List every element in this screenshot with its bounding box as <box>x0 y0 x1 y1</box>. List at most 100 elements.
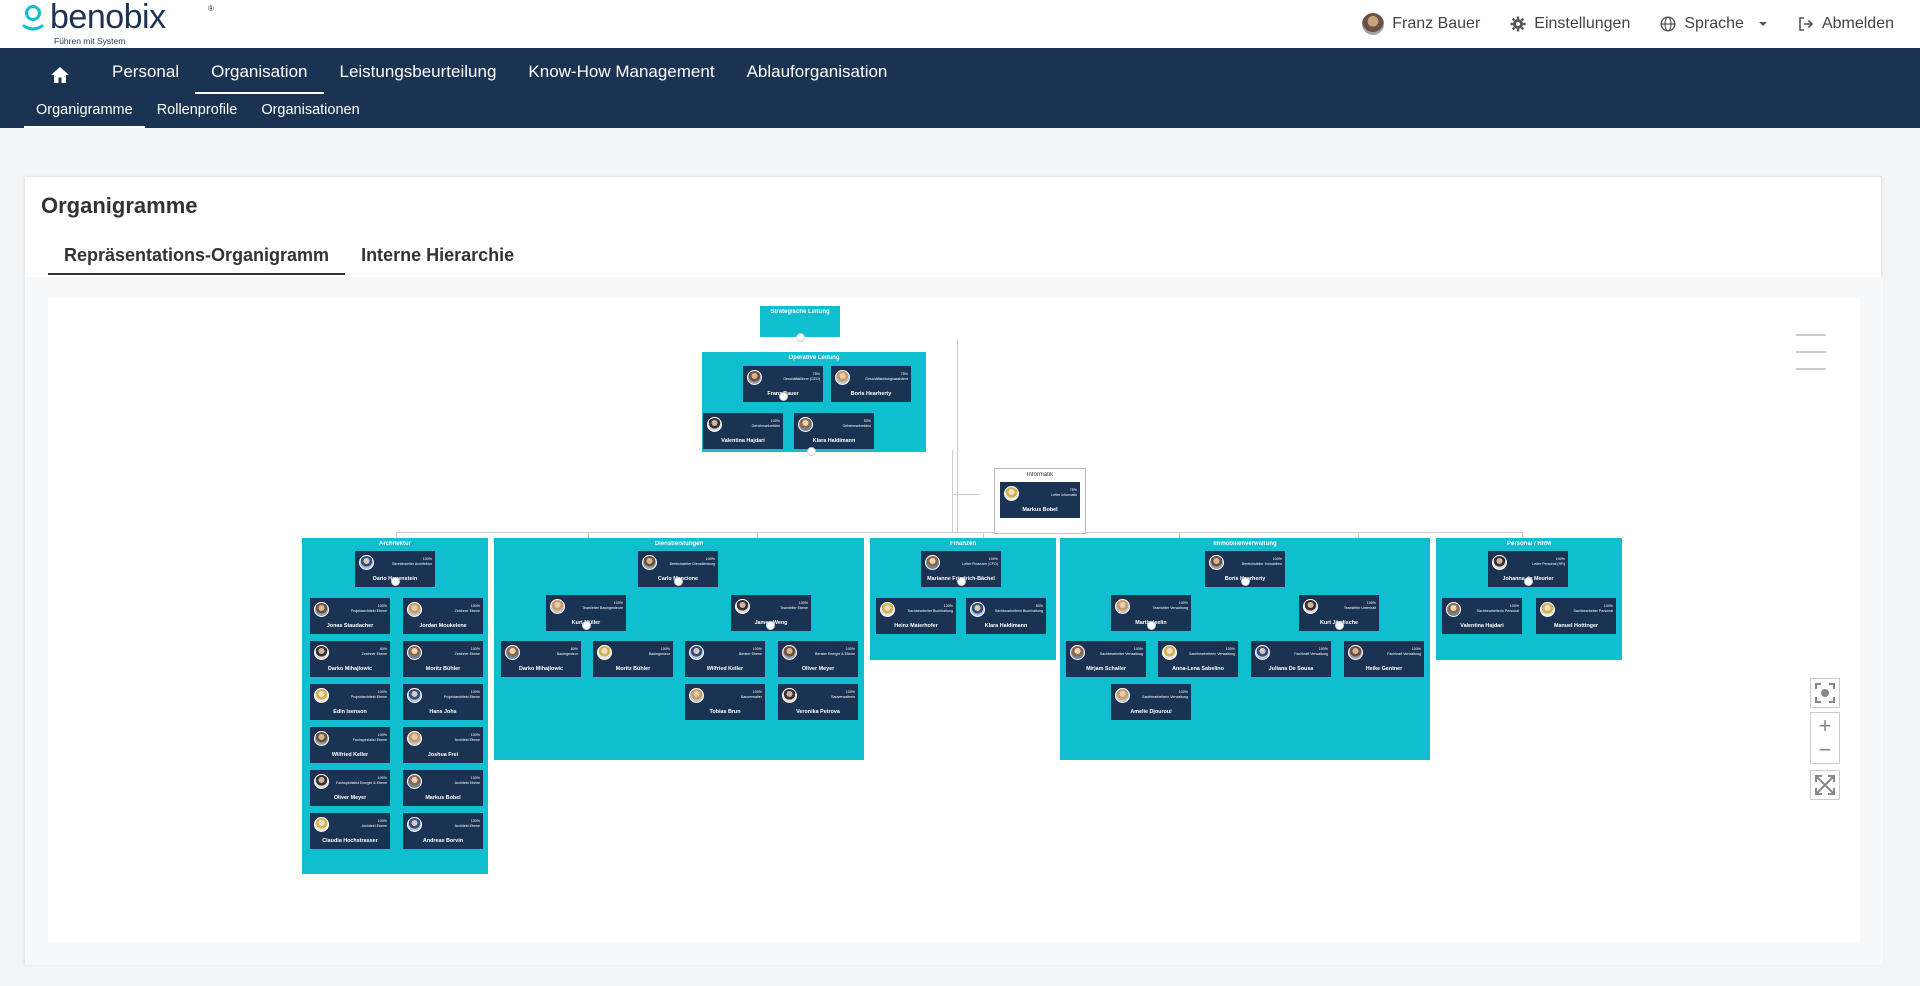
connector-line <box>983 532 984 538</box>
person-percentage: 100% <box>1178 601 1188 605</box>
connector-dot[interactable] <box>390 576 400 586</box>
person-card[interactable]: 100%Leiter Personal (HR)Johanna de Meuri… <box>1488 551 1568 587</box>
person-role: 100%Fachspezialist Energie & Ebene <box>335 776 387 785</box>
person-role-label: Sachbearbeiterin Personal <box>1476 608 1519 613</box>
fullscreen-icon[interactable] <box>1810 770 1840 800</box>
connector-dot[interactable] <box>1334 620 1344 630</box>
person-name: Andreas Borvin <box>422 838 464 844</box>
zoom-controls: + − <box>1810 712 1840 764</box>
subnav-tab-organisationen[interactable]: Organisationen <box>261 102 360 118</box>
tab-interne-hierarchie[interactable]: Interne Hierarchie <box>361 245 515 265</box>
person-role: 100%Sachbearbeiterin Verwaltung <box>1136 690 1188 699</box>
person-avatar <box>314 602 329 617</box>
connector-dot[interactable] <box>581 620 591 630</box>
connector-dot[interactable] <box>1240 576 1250 586</box>
nav-tab-ablauforganisation[interactable]: Ablauforganisation <box>746 62 888 81</box>
subnav-tab-rollenprofile[interactable]: Rollenprofile <box>156 102 238 118</box>
person-percentage: 50% <box>863 419 871 423</box>
person-role-label: Berater Energie & Ebene <box>815 651 855 656</box>
org-unit-title: Finanzen <box>949 541 976 547</box>
person-role: 100%Bereichsleiter Dienstleistung <box>663 557 715 566</box>
zoom-out-button[interactable]: − <box>1818 737 1832 762</box>
subnav-tab-organigramme[interactable]: Organigramme <box>24 98 145 128</box>
person-percentage: 100% <box>377 690 387 694</box>
connector-dot[interactable] <box>765 620 775 630</box>
person-percentage: 75% <box>812 372 820 376</box>
focus-icon[interactable] <box>1810 678 1840 708</box>
home-icon[interactable] <box>50 65 70 85</box>
connector-dot[interactable] <box>956 576 966 586</box>
menu-icon[interactable] <box>1796 334 1826 370</box>
connector-dot[interactable] <box>1523 576 1533 586</box>
person-role: 80%Zeichner Ebene <box>335 647 387 656</box>
nav-tab-personal[interactable]: Personal <box>112 62 180 81</box>
settings-link[interactable]: Einstellungen <box>1510 15 1630 33</box>
nav-tab-leistungsbeurteilung[interactable]: Leistungsbeurteilung <box>339 62 497 81</box>
language-dropdown[interactable]: Sprache <box>1660 15 1768 33</box>
person-name: Edin Isenson <box>333 709 367 715</box>
connector-dot[interactable] <box>1146 620 1156 630</box>
caret-down-icon <box>1758 22 1767 26</box>
tab-repraesentations-organigramm[interactable]: Repräsentations-Organigramm <box>48 245 346 275</box>
connector-dot[interactable] <box>795 332 805 342</box>
connector-dot[interactable] <box>673 576 683 586</box>
person-percentage: 100% <box>422 557 432 561</box>
person-name: Klara Haldimann <box>812 438 856 444</box>
sub-nav-tabs: Organigramme Rollenprofile Organisatione… <box>24 98 372 128</box>
language-label: Sprache <box>1684 15 1744 32</box>
person-name: Jonas Staudacher <box>326 623 374 629</box>
person-role-label: Teamleiter Unterhalt <box>1343 605 1376 610</box>
org-unit-box[interactable]: Strategische Leitung <box>760 306 840 337</box>
person-name: Markus Bobel <box>1022 507 1058 513</box>
person-role-label: Sachbearbeiterin Buchhaltung <box>994 608 1043 613</box>
person-avatar <box>747 370 762 385</box>
user-menu[interactable]: Franz Bauer <box>1362 13 1480 35</box>
person-avatar <box>407 602 422 617</box>
zoom-in-button[interactable]: + <box>1818 713 1832 738</box>
person-role: 100%Bereichsleiter Architektur <box>380 557 432 566</box>
person-role-label: Sachbearbeiter Buchhaltung <box>907 608 953 613</box>
nav-tab-organisation[interactable]: Organisation <box>195 48 324 94</box>
person-avatar <box>689 645 704 660</box>
person-role-label: Bauingenieur <box>648 651 670 656</box>
connector-dot[interactable] <box>778 391 788 401</box>
logout-link[interactable]: Abmelden <box>1798 15 1894 33</box>
person-avatar <box>550 599 565 614</box>
nav-tab-know-how-management[interactable]: Know-How Management <box>528 62 715 81</box>
person-name: Valentina Hajdari <box>721 438 765 444</box>
connector-dot[interactable] <box>806 446 816 456</box>
person-percentage: 100% <box>1318 647 1328 651</box>
